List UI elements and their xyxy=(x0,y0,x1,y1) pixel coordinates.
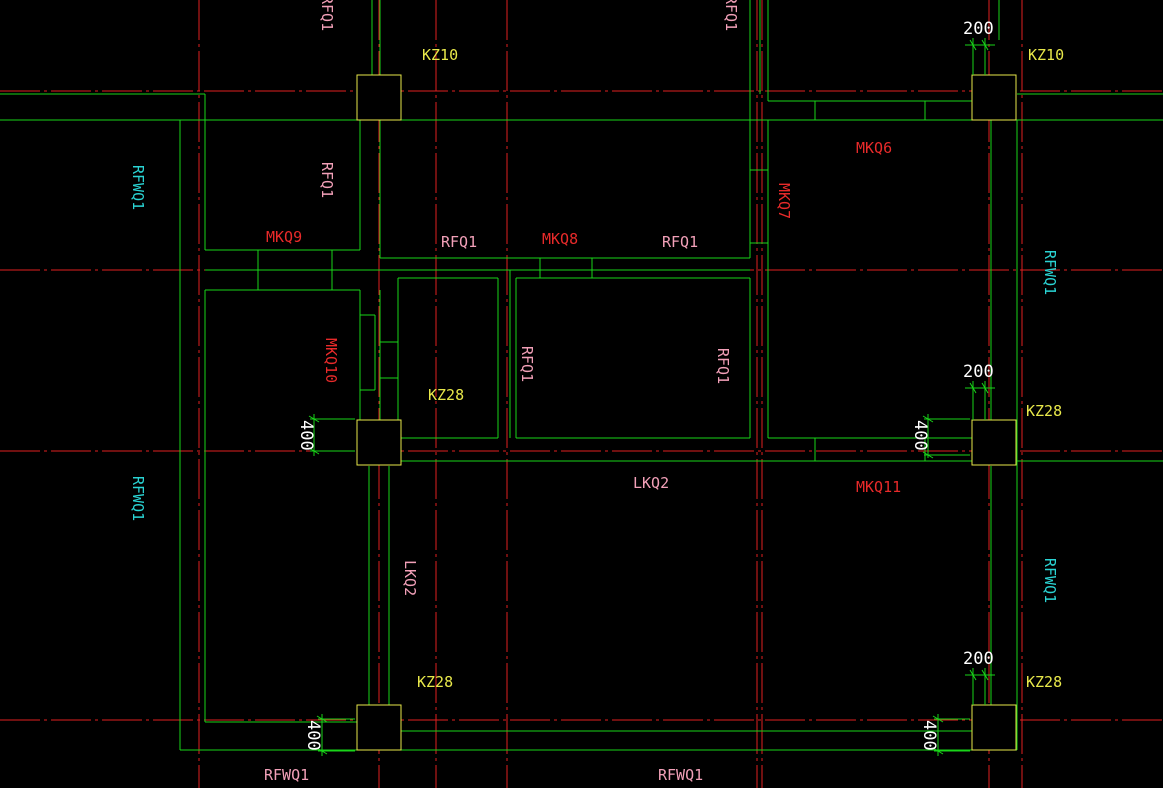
column-kz10-b[interactable] xyxy=(971,74,1017,121)
dimension-200-c: 200 xyxy=(963,649,994,669)
wall-label-rfwq1-left-lower: RFWQ1 xyxy=(129,476,147,521)
wall-label-rfq1-mid-a: RFQ1 xyxy=(441,233,477,251)
dimension-200-a: 200 xyxy=(963,19,994,39)
wall-label-rfq1-vert-b: RFQ1 xyxy=(714,348,732,384)
walls xyxy=(0,0,1163,751)
dimension-400-d: 400 xyxy=(919,720,939,751)
wall-label-lkq2-h: LKQ2 xyxy=(633,474,669,492)
wall-label-rfq1-top-mid: RFQ1 xyxy=(722,0,740,31)
wall-label-rfwq1-right-lower: RFWQ1 xyxy=(1041,558,1059,603)
wall-label-rfwq1-bottom-left: RFWQ1 xyxy=(264,766,309,784)
column-kz28-a[interactable] xyxy=(356,419,402,466)
column-kz28-d[interactable] xyxy=(971,704,1017,751)
wall-label-mkq11: MKQ11 xyxy=(856,478,901,496)
wall-label-rfq1-vert-a: RFQ1 xyxy=(518,346,536,382)
column-label-kz10-b: KZ10 xyxy=(1028,46,1064,64)
dimension-marks xyxy=(308,38,995,756)
wall-label-mkq8: MKQ8 xyxy=(542,230,578,248)
column-label-kz28-c: KZ28 xyxy=(417,673,453,691)
column-label-kz28-b: KZ28 xyxy=(1026,402,1062,420)
wall-label-mkq10: MKQ10 xyxy=(322,338,340,383)
dimension-400-c: 400 xyxy=(303,720,323,751)
wall-label-rfwq1-bottom-mid: RFWQ1 xyxy=(658,766,703,784)
wall-label-mkq9: MKQ9 xyxy=(266,228,302,246)
wall-label-rfwq1-left-upper: RFWQ1 xyxy=(129,165,147,210)
column-kz28-b[interactable] xyxy=(971,419,1017,466)
dimension-400-a: 400 xyxy=(296,420,316,451)
wall-label-rfq1-top-left: RFQ1 xyxy=(318,0,336,31)
wall-label-mkq7: MKQ7 xyxy=(775,183,793,219)
column-kz10-a[interactable] xyxy=(356,74,402,121)
wall-label-rfq1-mid-b: RFQ1 xyxy=(662,233,698,251)
dimension-400-b: 400 xyxy=(910,420,930,451)
column-label-kz10-a: KZ10 xyxy=(422,46,458,64)
column-label-kz28-d: KZ28 xyxy=(1026,673,1062,691)
column-kz28-c[interactable] xyxy=(356,704,402,751)
wall-label-lkq2-v: LKQ2 xyxy=(401,560,419,596)
wall-label-rfwq1-right-upper: RFWQ1 xyxy=(1041,250,1059,295)
column-label-kz28-a: KZ28 xyxy=(428,386,464,404)
dimension-200-b: 200 xyxy=(963,362,994,382)
wall-label-mkq6: MKQ6 xyxy=(856,139,892,157)
columns xyxy=(356,74,1017,751)
wall-label-rfq1-left-room: RFQ1 xyxy=(318,162,336,198)
